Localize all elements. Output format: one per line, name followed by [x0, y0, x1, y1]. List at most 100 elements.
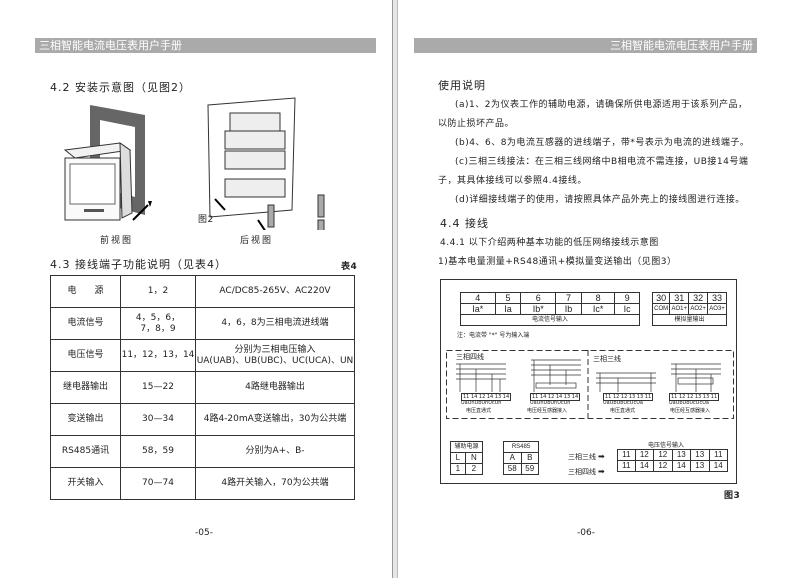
usage-line: 以防止损坏产品。: [438, 119, 515, 129]
three-wire-pt-lines: [671, 363, 721, 392]
cell-name: 电 源: [50, 275, 121, 308]
terminal-cell: 31: [669, 292, 690, 304]
analog-caption: 模拟量输出: [652, 314, 727, 326]
three-wire-direct-lines: [596, 372, 656, 392]
cell-name: 开关输入: [50, 467, 121, 500]
cell-terminals: 15—22: [120, 371, 196, 404]
terminal-name: L: [450, 452, 466, 464]
cell-text: 11，12，13，14: [121, 350, 195, 360]
rs485-title: RS485: [503, 441, 539, 453]
terminal-cell: 8: [580, 292, 616, 304]
table-4-label: 表4: [341, 262, 358, 272]
cell-terminals: 70—74: [120, 467, 196, 500]
item-1: 1)基本电量测量+RS48通讯+模拟量变送输出（见图3）: [438, 257, 677, 267]
cell-text: 4路继电器输出: [245, 382, 305, 392]
voltage-caption: 电压信号输入: [648, 442, 685, 449]
terminal-cell: 12: [653, 460, 673, 472]
cell-text: RS485通讯: [61, 446, 110, 456]
terminal-cell: Ia: [494, 303, 522, 315]
usage-line: (b)4、6、8为电流互感器的进线端子，带*号表示为电流的进线端子。: [455, 138, 750, 148]
current-caption: 电流信号输入: [460, 314, 640, 326]
terminal-cell: Ic*: [580, 303, 616, 315]
terminal-names: UaUbUbUcUcUa: [669, 400, 709, 406]
installation-illustration: [63, 97, 325, 230]
terminal-cell: 14: [671, 460, 692, 472]
terminal-strip: 11 14 12 14 13 14: [530, 393, 581, 401]
terminal-name: N: [464, 452, 484, 464]
cell-name: 电压信号: [50, 339, 121, 372]
cell-text: 30—34: [142, 414, 174, 424]
cell-text: 电流信号: [67, 318, 104, 328]
cell-text: 58，59: [142, 446, 174, 456]
section-4-3-title: 4.3 接线端子功能说明（见表4）: [50, 258, 227, 271]
cell-terminals: 4，5，6， 7，8，9: [120, 307, 196, 340]
terminal-cell: 12: [634, 449, 655, 461]
usage-title: 使用说明: [438, 79, 486, 92]
terminal-strip: 11 12 12 13 13 11: [669, 393, 720, 401]
terminal-cell: 11: [708, 449, 728, 461]
terminal-cell: 7: [555, 292, 582, 304]
front-view-caption: 前视图: [100, 236, 134, 246]
four-wire-row-label: 三相四线: [568, 468, 596, 476]
four-wire-title: 三相四线: [456, 353, 484, 361]
table-row: 变送输出 30—34 4路4-20mA变送输出，30为公共端: [50, 403, 355, 436]
arrow-right-icon: ➡: [598, 452, 605, 461]
cell-name: RS485通讯: [50, 435, 121, 468]
direct-caption: 电压直通式: [610, 408, 636, 414]
cell-desc: 分别为三相电压输入 UA(UAB)、UB(UBC)、UC(UCA)、UN: [195, 339, 355, 372]
terminal-cell: 13: [690, 449, 710, 461]
terminal-cell: 13: [671, 449, 692, 461]
section-4-2-title: 4.2 安装示意图（见图2）: [50, 81, 191, 94]
table-row: 开关输入 70—74 4路开关输入，70为公共端: [50, 467, 355, 500]
figure-3-label: 图3: [724, 491, 741, 501]
wiring-diagram-figure-3: [440, 279, 737, 484]
terminal-name: A: [503, 452, 522, 464]
usage-line: (a)1、2为仪表工作的辅助电源，请确保所供电源适用于该系列产品，: [455, 100, 748, 110]
terminal-name: B: [520, 452, 539, 464]
cell-text: 变送输出: [67, 414, 104, 424]
terminal-cell: 32: [688, 292, 709, 304]
cell-text: 4路4-20mA变送输出，30为公共端: [203, 414, 347, 424]
arrow-icon: [214, 198, 226, 211]
meter-front-view: [63, 142, 133, 221]
terminal-number: 2: [464, 463, 484, 475]
usage-line: 子，其具体接线可以参照4.4接线。: [438, 176, 587, 186]
meter-rear-view: [224, 112, 286, 198]
cell-desc: 4路开关输入，70为公共端: [195, 467, 355, 500]
terminal-cell: Ic: [614, 303, 640, 315]
cell-terminals: 30—34: [120, 403, 196, 436]
table-row: 电流信号 4，5，6， 7，8，9 4，6，8为三相电流进线端: [50, 307, 355, 340]
header-title: 三相智能电流电压表用户手册: [610, 39, 753, 52]
terminal-strip: 11 12 12 13 13 11: [603, 393, 654, 401]
terminal-cell: 11: [617, 460, 636, 472]
terminal-cell: 5: [494, 292, 522, 304]
cell-desc: 4路继电器输出: [195, 371, 355, 404]
current-note: 注：电流带 "*" 号为输入端: [457, 332, 530, 339]
terminal-cell: AO3+: [707, 303, 727, 315]
usage-line: (c)三相三线接法：在三相三线网络中B相电流不需连接，UB接14号端: [455, 157, 749, 167]
cell-text: 4，6，8为三相电流进线端: [221, 318, 329, 328]
arrow-right-icon: ➡: [598, 467, 605, 476]
three-wire-row-label: 三相三线: [568, 453, 596, 461]
terminal-cell: COM: [651, 303, 671, 315]
wiring-schematics: [446, 350, 734, 419]
terminal-cell: 4: [460, 292, 496, 304]
cell-text: 4路开关输入，70为公共端: [221, 478, 329, 488]
terminal-number: 58: [503, 463, 522, 475]
terminal-cell: Ia*: [460, 303, 496, 315]
figure-2-label: 图2: [198, 215, 214, 225]
four-wire-direct-lines: [456, 363, 506, 392]
cell-desc: AC/DC85-265V、AC220V: [195, 275, 355, 308]
cell-text: 开关输入: [67, 478, 104, 488]
direct-caption: 电压直通式: [466, 408, 492, 414]
left-header-bar: 三相智能电流电压表用户手册: [35, 38, 376, 53]
cell-text: 电 源: [67, 286, 104, 296]
terminal-cell: Ib*: [520, 303, 557, 315]
